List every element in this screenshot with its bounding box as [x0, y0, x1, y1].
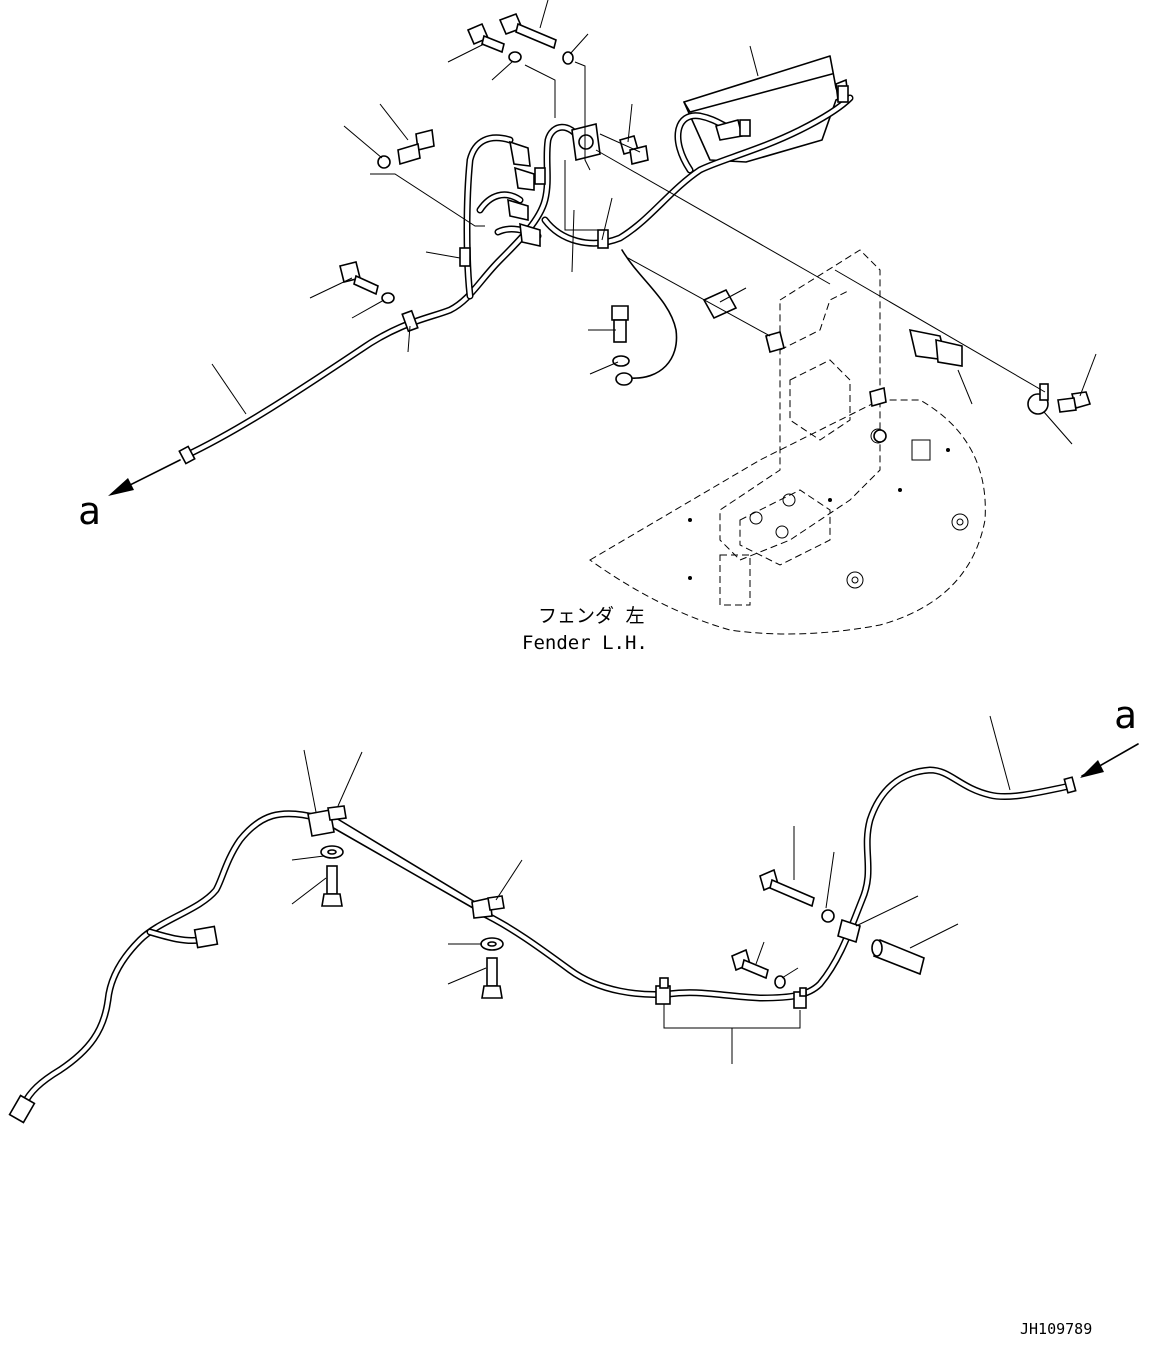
- lower-leader-lines: [291, 715, 1011, 1064]
- connector-ref-lower: a: [1114, 693, 1137, 737]
- upper-connectors: [507, 119, 963, 367]
- arrow-from-a-lower: [1080, 743, 1139, 778]
- fender-label-jp: フェンダ 左: [538, 605, 644, 627]
- connector-ref-upper: a: [78, 489, 101, 533]
- upper-clamps: [401, 85, 1049, 415]
- fender-plate: [589, 249, 986, 635]
- lower-harness: [8, 766, 1077, 1124]
- upper-leader-lines: [211, 0, 1097, 445]
- fender-label-en: Fender L.H.: [522, 632, 648, 654]
- lower-bolts: [320, 845, 835, 999]
- drawing-number: JH109789: [1020, 1320, 1092, 1338]
- lower-sleeve: [871, 938, 925, 976]
- upper-guide-lines: [370, 61, 1046, 393]
- arrow-to-a-upper: [108, 459, 181, 496]
- lower-clamps: [307, 805, 861, 1009]
- lower-assembly: a: [8, 693, 1139, 1124]
- upper-bolts: [339, 12, 1092, 443]
- upper-assembly: a フェンダ 左 Fender L.H.: [78, 0, 1097, 654]
